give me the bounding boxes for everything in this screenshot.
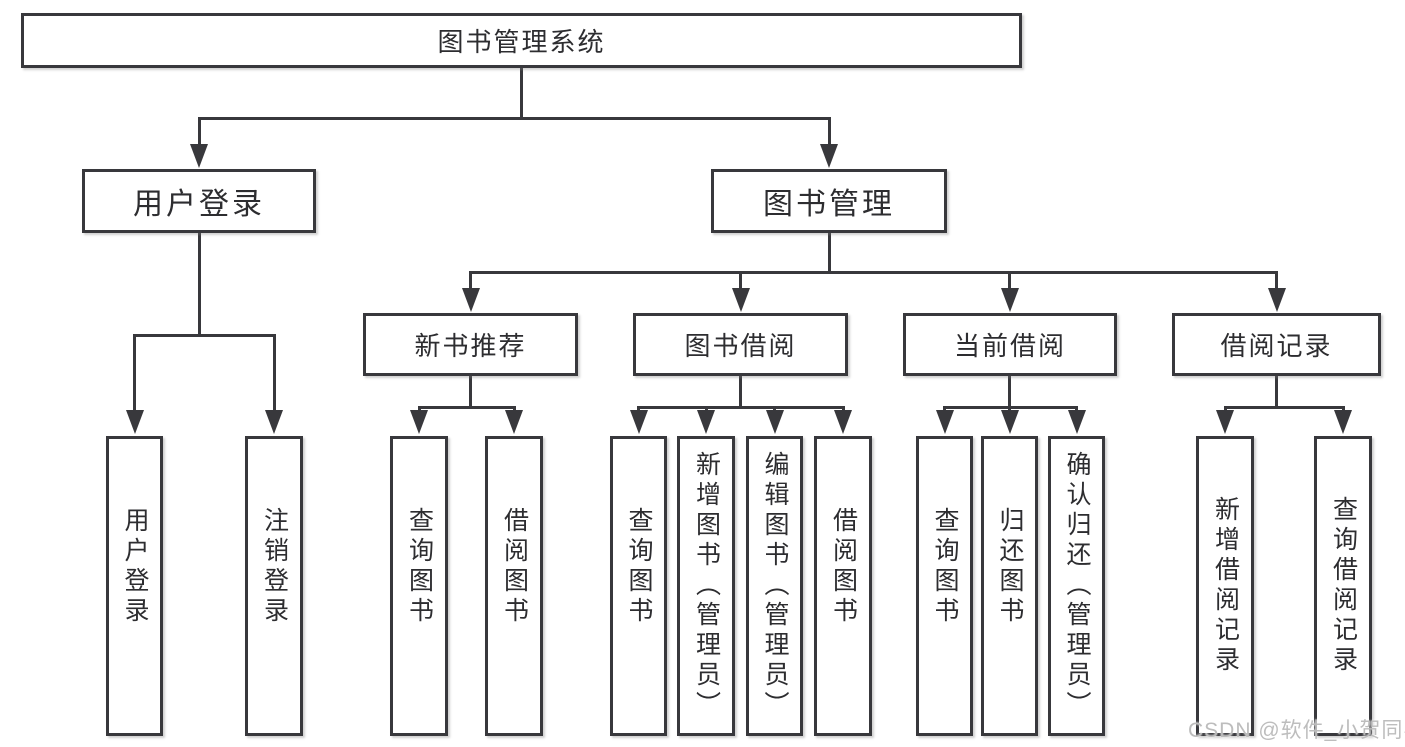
- connector-line: [469, 376, 472, 407]
- connector-line: [469, 270, 1278, 274]
- arrow-down-icon: [1334, 410, 1352, 434]
- node-login: 用户登录: [82, 169, 316, 233]
- node-label: 编辑图书（管理员）: [761, 451, 789, 721]
- arrow-down-icon: [765, 410, 784, 434]
- node-label: 归还图书: [996, 507, 1024, 627]
- node-label: 新书推荐: [414, 331, 527, 361]
- arrow-down-icon: [820, 144, 838, 168]
- node-label: 新增借阅记录: [1211, 496, 1240, 676]
- node-label: 查询图书: [625, 507, 653, 627]
- node-root: 图书管理系统: [21, 13, 1022, 68]
- connector-line: [520, 68, 523, 119]
- node-label: 用户登录: [133, 188, 265, 221]
- connector-line: [1223, 405, 1345, 409]
- node-leaf-nb-query-book: 查询图书: [390, 436, 448, 736]
- node-leaf-br-add-record: 新增借阅记录: [1196, 436, 1254, 736]
- connector-line: [827, 119, 831, 147]
- node-label: 新增图书（管理员）: [692, 451, 721, 721]
- node-label: 借阅记录: [1220, 331, 1333, 361]
- connector-line: [1275, 273, 1278, 291]
- arrow-down-icon: [125, 410, 144, 434]
- node-label: 注销登录: [260, 507, 289, 627]
- node-leaf-bb-add-book: 新增图书（管理员）: [677, 436, 735, 736]
- connector-line: [133, 333, 276, 337]
- node-label: 图书管理系统: [437, 27, 606, 57]
- connector-line: [197, 119, 201, 147]
- arrow-down-icon: [1267, 288, 1286, 312]
- arrow-down-icon: [697, 410, 715, 434]
- arrow-down-icon: [834, 410, 852, 434]
- arrow-down-icon: [190, 144, 208, 168]
- connector-line: [197, 233, 201, 335]
- arrow-down-icon: [410, 410, 428, 434]
- node-leaf-br-query-record: 查询借阅记录: [1314, 436, 1372, 736]
- node-book-borrow: 图书借阅: [633, 313, 848, 376]
- node-label: 查询图书: [931, 507, 959, 627]
- node-borrow-records: 借阅记录: [1172, 313, 1381, 376]
- connector-line: [827, 233, 831, 272]
- node-leaf-cb-query-book: 查询图书: [916, 436, 973, 736]
- node-label: 借阅图书: [500, 507, 529, 627]
- connector-line: [1275, 376, 1278, 407]
- arrow-down-icon: [461, 288, 480, 312]
- watermark: CSDN @软件_小贺同学: [1188, 719, 1405, 742]
- connector-line: [739, 376, 742, 407]
- node-leaf-cb-confirm-return: 确认归还（管理员）: [1048, 436, 1105, 736]
- connector-line: [417, 405, 516, 409]
- node-leaf-logout: 注销登录: [245, 436, 303, 736]
- node-leaf-nb-borrow-book: 借阅图书: [485, 436, 543, 736]
- node-label: 确认归还（管理员）: [1063, 451, 1091, 721]
- arrow-down-icon: [1000, 410, 1019, 434]
- node-label: 借阅图书: [829, 507, 858, 627]
- node-label: 图书借阅: [684, 331, 797, 361]
- node-label: 查询借阅记录: [1329, 496, 1358, 676]
- connector-line: [739, 273, 742, 291]
- node-new-book: 新书推荐: [363, 313, 578, 376]
- node-leaf-bb-borrow-book: 借阅图书: [814, 436, 872, 736]
- arrow-down-icon: [935, 410, 954, 434]
- connector-line: [272, 336, 276, 412]
- node-label: 图书管理: [763, 188, 895, 221]
- arrow-down-icon: [629, 410, 648, 434]
- arrow-down-icon: [1000, 288, 1019, 312]
- arrow-down-icon: [731, 288, 750, 312]
- arrow-down-icon: [1067, 410, 1086, 434]
- node-label: 查询图书: [405, 507, 434, 627]
- connector-line: [943, 405, 1078, 409]
- connector-line: [133, 336, 136, 412]
- connector-line: [637, 405, 845, 409]
- node-label: 用户登录: [121, 507, 149, 627]
- node-leaf-bb-query-book: 查询图书: [610, 436, 667, 736]
- arrow-down-icon: [1216, 410, 1234, 434]
- node-book-mgmt: 图书管理: [711, 169, 947, 233]
- node-leaf-user-login: 用户登录: [106, 436, 163, 736]
- arrow-down-icon: [505, 410, 523, 434]
- node-current-borrow: 当前借阅: [903, 313, 1117, 376]
- connector-line: [469, 273, 472, 291]
- connector-line: [1008, 376, 1011, 407]
- connector-line: [197, 116, 831, 120]
- node-leaf-cb-return-book: 归还图书: [981, 436, 1038, 736]
- connector-line: [1008, 273, 1011, 291]
- node-leaf-bb-edit-book: 编辑图书（管理员）: [746, 436, 803, 736]
- arrow-down-icon: [265, 410, 283, 434]
- node-label: 当前借阅: [953, 331, 1066, 361]
